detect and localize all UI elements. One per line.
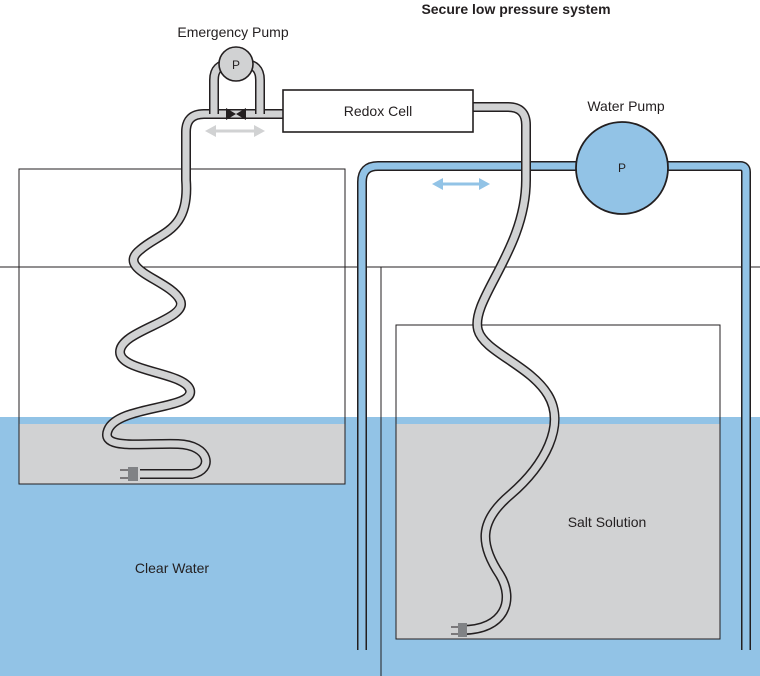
water-pump-symbol: P (618, 161, 626, 175)
blue-double-arrow-icon (432, 178, 490, 190)
emergency-pump-circle (218, 46, 254, 82)
redox-cell-label: Redox Cell (344, 103, 412, 119)
emergency-pump: P Emergency Pump (177, 24, 289, 82)
grey-double-arrow-icon (205, 125, 265, 137)
emergency-pump-label: Emergency Pump (177, 24, 288, 40)
clear-water-label: Clear Water (135, 560, 210, 576)
salt-container-outline (395, 324, 721, 640)
water-circulation-tube (357, 161, 751, 650)
left-hose-inlet-filter (128, 467, 138, 481)
redox-cell: Redox Cell (282, 89, 474, 133)
left-hose (102, 109, 283, 479)
diagram-title: Secure low pressure system (421, 1, 610, 17)
salt-container (395, 324, 721, 640)
water-pump: P Water Pump (575, 98, 669, 215)
bowtie-valve-icon (226, 108, 246, 120)
salt-solution-label: Salt Solution (568, 514, 647, 530)
right-hose-inlet-filter (458, 623, 467, 637)
water-pump-circle (575, 121, 669, 215)
emergency-pump-symbol: P (232, 58, 240, 72)
right-hose (461, 102, 560, 635)
water-pump-label: Water Pump (587, 98, 664, 114)
left-inner-water-line (19, 417, 345, 424)
salt-container-fill (396, 424, 720, 639)
